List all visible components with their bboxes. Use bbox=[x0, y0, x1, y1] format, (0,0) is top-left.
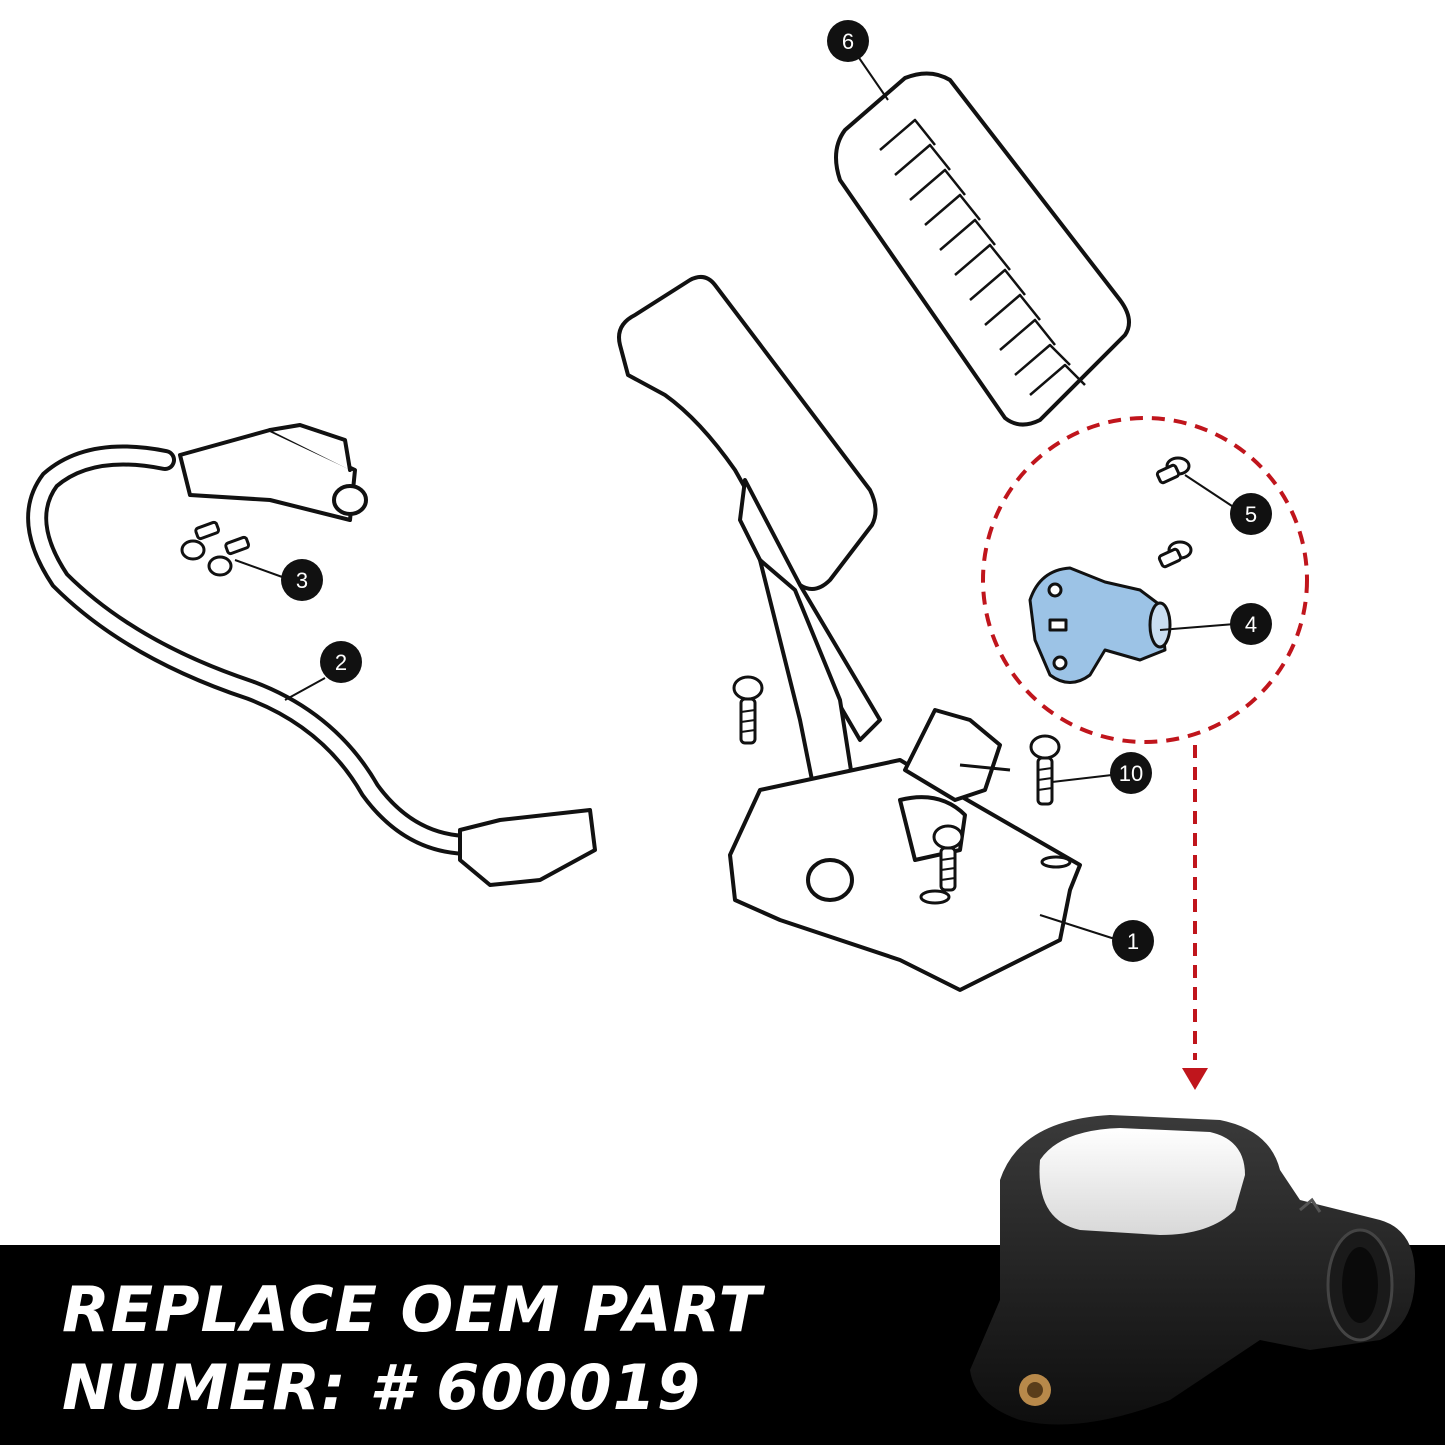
callout-6: 6 bbox=[827, 20, 869, 62]
leader-line-10 bbox=[1051, 774, 1113, 783]
callout-5: 5 bbox=[1230, 493, 1272, 535]
sensor-screws-5 bbox=[1155, 456, 1193, 569]
leader-line-1 bbox=[1039, 914, 1119, 941]
throttle-position-sensor-highlight bbox=[1028, 566, 1172, 684]
oem-part-banner: REPLACE OEM PART NUMER: # 600019 bbox=[0, 1245, 1445, 1445]
callout-2: 2 bbox=[320, 641, 362, 683]
svg-text:2: 2 bbox=[335, 650, 347, 675]
leader-line-4 bbox=[1159, 623, 1236, 631]
highlight-circle bbox=[981, 416, 1309, 744]
leader-line-3 bbox=[234, 559, 286, 579]
mounting-screw-pedal-left bbox=[732, 675, 764, 745]
banner-title: REPLACE OEM PART bbox=[62, 1273, 762, 1346]
callout-10: 10 bbox=[1110, 752, 1152, 794]
mounting-screw-pedal-center bbox=[932, 824, 964, 892]
accelerator-pedal-assembly bbox=[617, 274, 1082, 992]
leader-line-6 bbox=[854, 51, 889, 101]
svg-text:5: 5 bbox=[1245, 502, 1257, 527]
callout-4: 4 bbox=[1230, 603, 1272, 645]
pedal-pad-cover bbox=[834, 71, 1131, 427]
callout-1: 1 bbox=[1112, 920, 1154, 962]
svg-text:10: 10 bbox=[1119, 761, 1143, 786]
svg-text:3: 3 bbox=[296, 568, 308, 593]
wiring-harness bbox=[26, 423, 597, 887]
leader-lines bbox=[234, 51, 1236, 941]
harness-screws-3 bbox=[180, 520, 251, 577]
highlight-arrow-head bbox=[1182, 1068, 1208, 1090]
leader-line-5 bbox=[1184, 474, 1236, 509]
mounting-screw-10 bbox=[1029, 734, 1061, 806]
svg-text:1: 1 bbox=[1127, 929, 1139, 954]
svg-text:4: 4 bbox=[1245, 612, 1257, 637]
throttle-position-sensor-photo bbox=[970, 1115, 1415, 1425]
banner-part-number: NUMER: # 600019 bbox=[62, 1351, 701, 1424]
svg-text:6: 6 bbox=[842, 29, 854, 54]
callout-3: 3 bbox=[281, 559, 323, 601]
leader-line-2 bbox=[284, 677, 326, 701]
